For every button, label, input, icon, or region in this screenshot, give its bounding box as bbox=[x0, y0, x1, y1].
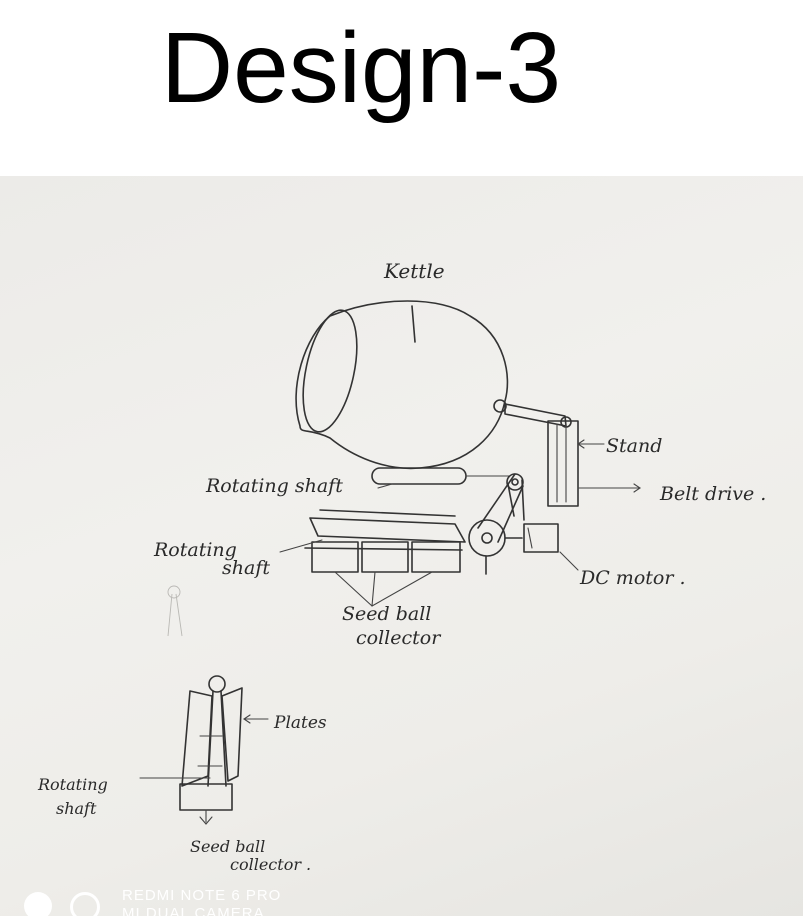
label-plates: Plates bbox=[273, 713, 327, 733]
label-seed-ball-collector-line1: Seed ball bbox=[342, 603, 431, 625]
label-seed-ball-collector-bottom-line1: Seed ball bbox=[190, 837, 265, 856]
rotating-shaft-block bbox=[372, 468, 510, 484]
watermark-line1: REDMI NOTE 6 PRO bbox=[122, 888, 281, 904]
page-title: Design-3 bbox=[0, 18, 722, 118]
watermark-line2: MI DUAL CAMERA bbox=[122, 906, 265, 916]
plates-drawing bbox=[180, 676, 242, 824]
dc-motor-drawing bbox=[524, 524, 558, 552]
kettle-drawing bbox=[294, 301, 508, 468]
label-rotating-shaft-mid-line2: shaft bbox=[222, 557, 270, 579]
label-stand: Stand bbox=[606, 435, 662, 457]
sketch-photo: Kettle Stand Belt drive . Rotating shaft… bbox=[0, 176, 803, 916]
label-kettle: Kettle bbox=[383, 259, 445, 283]
label-dc-motor: DC motor . bbox=[579, 567, 686, 589]
label-rotating-shaft-top: Rotating shaft bbox=[205, 475, 343, 497]
label-seed-ball-collector-line2: collector bbox=[356, 627, 442, 649]
watermark-dot-icon bbox=[24, 892, 52, 916]
label-belt-drive: Belt drive . bbox=[659, 483, 766, 505]
camera-watermark: REDMI NOTE 6 PRO MI DUAL CAMERA bbox=[24, 886, 344, 916]
watermark-ring-icon bbox=[70, 892, 100, 916]
label-rotating-shaft-bottom-line1: Rotating bbox=[37, 775, 108, 794]
label-seed-ball-collector-bottom-line2: collector . bbox=[230, 855, 311, 874]
label-rotating-shaft-bottom-line2: shaft bbox=[56, 799, 97, 818]
belt-drive-drawing bbox=[469, 474, 524, 574]
seed-ball-collector-drawing bbox=[305, 510, 465, 572]
sketch-drawing: Kettle Stand Belt drive . Rotating shaft… bbox=[0, 176, 803, 916]
